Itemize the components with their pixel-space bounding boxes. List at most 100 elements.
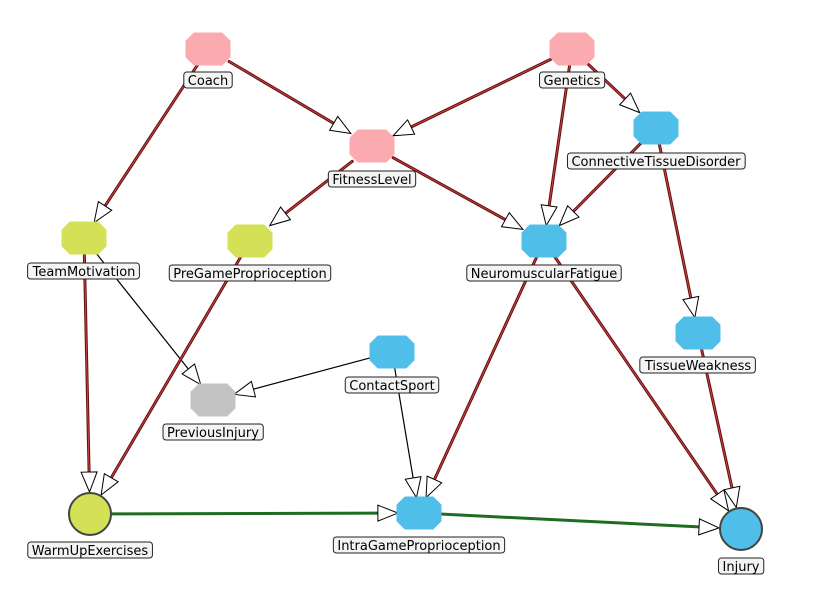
edge-genetics-to-fitness: [391, 57, 553, 137]
node-label-text: FitnessLevel: [332, 173, 411, 188]
node-shape[interactable]: [227, 224, 273, 258]
node-label-text: PreviousInjury: [167, 426, 259, 441]
node-coach[interactable]: Coach: [183, 32, 233, 89]
arrowhead: [500, 211, 525, 230]
node-label: PreviousInjury: [162, 423, 264, 441]
edge-line-highlight: [83, 253, 90, 473]
node-contact[interactable]: ContactSport: [344, 335, 440, 394]
edge-coach-to-team: [93, 62, 200, 224]
node-label-box: [332, 536, 506, 554]
arrowhead: [709, 488, 730, 512]
edge-line: [438, 512, 701, 529]
node-shape[interactable]: [549, 32, 595, 66]
node-fitness[interactable]: FitnessLevel: [327, 129, 417, 188]
node-label-text: WarmUpExercises: [32, 544, 149, 559]
node-shape[interactable]: [633, 111, 679, 145]
node-intragame[interactable]: IntraGameProprioception: [332, 496, 506, 554]
edge-line-highlight: [285, 161, 353, 214]
node-label-box: [466, 264, 622, 282]
node-shape[interactable]: [61, 221, 107, 255]
node-tissue[interactable]: TissueWeakness: [639, 316, 756, 374]
edge-contact-to-previous: [232, 357, 372, 398]
node-shape[interactable]: [675, 316, 721, 350]
edge-intragame-to-injury: [438, 512, 721, 536]
node-label-box: [718, 557, 765, 575]
edge-fitness-to-nmf: [391, 156, 525, 230]
node-label: TeamMotivation: [27, 262, 140, 280]
arrowhead: [682, 295, 700, 319]
arrowhead: [618, 92, 641, 114]
arrowhead: [100, 472, 120, 497]
arrowhead: [80, 471, 98, 494]
node-label-box: [27, 541, 153, 559]
node-label-box: [327, 170, 417, 188]
edge-fitness-to-pregame: [268, 159, 354, 227]
edge-line-highlight: [588, 64, 626, 100]
node-label: PreGameProprioception: [168, 264, 332, 282]
arrowhead: [404, 475, 422, 499]
node-label-text: TeamMotivation: [32, 265, 136, 280]
node-shape[interactable]: [396, 496, 442, 530]
node-team[interactable]: TeamMotivation: [27, 221, 140, 280]
node-nmf[interactable]: NeuromuscularFatigue: [466, 224, 622, 282]
node-shape[interactable]: [719, 507, 763, 551]
node-label-box: [344, 376, 440, 394]
node-previous[interactable]: PreviousInjury: [162, 383, 264, 441]
arrowhead: [268, 206, 292, 227]
arrowhead: [328, 115, 353, 135]
node-shape[interactable]: [185, 32, 231, 66]
node-label: Coach: [183, 71, 233, 89]
node-shape[interactable]: [68, 492, 112, 536]
edge-warmup-to-intragame: [110, 504, 400, 522]
node-label-text: NeuromuscularFatigue: [471, 267, 617, 282]
arrowhead: [93, 200, 113, 224]
node-label: WarmUpExercises: [27, 541, 153, 559]
edge-line: [252, 357, 372, 390]
node-label-text: Coach: [188, 74, 228, 89]
node-label-box: [183, 71, 233, 89]
node-label: IntraGameProprioception: [332, 536, 506, 554]
node-injury[interactable]: Injury: [718, 507, 765, 575]
edge-line-highlight: [410, 58, 552, 128]
node-label-box: [539, 71, 606, 89]
node-label: ConnectiveTissueDisorder: [566, 152, 746, 170]
arrowhead: [698, 518, 721, 536]
node-shape[interactable]: [521, 224, 567, 258]
node-shape[interactable]: [369, 335, 415, 369]
node-genetics[interactable]: Genetics: [539, 32, 606, 89]
node-pregame[interactable]: PreGameProprioception: [168, 224, 332, 282]
node-label: TissueWeakness: [639, 356, 756, 374]
node-label-box: [566, 152, 746, 170]
edge-pregame-to-warmup: [100, 254, 243, 497]
arrowhead: [232, 380, 257, 398]
arrowhead: [181, 363, 202, 386]
node-label-text: Genetics: [544, 74, 601, 89]
node-shape[interactable]: [349, 129, 395, 163]
arrowhead: [377, 504, 400, 522]
node-label-text: TissueWeakness: [644, 359, 752, 374]
edge-line-highlight: [228, 61, 334, 124]
node-label-text: PreGameProprioception: [173, 267, 326, 282]
node-label: NeuromuscularFatigue: [466, 264, 622, 282]
edge-team-to-warmup: [80, 251, 98, 494]
edge-nmf-to-injury: [553, 254, 730, 512]
arrowhead: [723, 485, 741, 509]
node-label-text: Injury: [723, 560, 760, 575]
node-label-text: ContactSport: [349, 379, 434, 394]
node-label: Injury: [718, 557, 765, 575]
node-label-box: [639, 356, 756, 374]
edge-line-highlight: [434, 256, 538, 480]
node-warmup[interactable]: WarmUpExercises: [27, 492, 153, 559]
node-label-box: [27, 262, 140, 280]
node-label: Genetics: [539, 71, 606, 89]
edge-line-highlight: [554, 256, 718, 495]
edge-line: [110, 511, 380, 516]
edge-line-highlight: [104, 64, 199, 207]
node-label-text: ConnectiveTissueDisorder: [571, 155, 741, 170]
node-ctd[interactable]: ConnectiveTissueDisorder: [566, 111, 746, 170]
node-label-text: IntraGameProprioception: [337, 539, 500, 554]
arrowhead: [425, 475, 443, 499]
node-shape[interactable]: [190, 383, 236, 417]
edge-genetics-to-ctd: [586, 62, 641, 114]
